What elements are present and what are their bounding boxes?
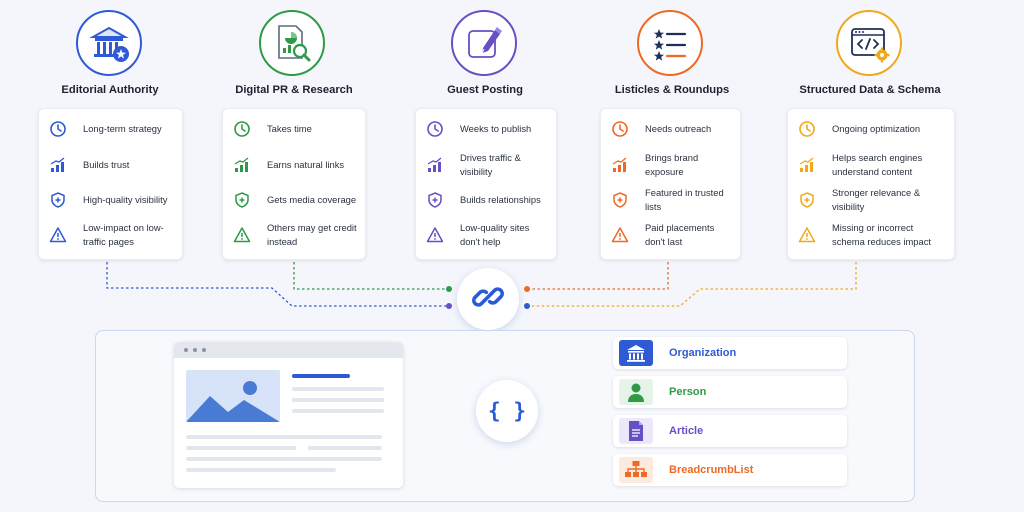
heading-line [292,374,350,378]
schema-label: Person [669,386,707,398]
text-line [186,446,296,450]
sitemap-icon [619,457,653,483]
list-item: Builds trust [47,151,176,179]
trend-bars-icon [231,154,253,176]
schema-label: Organization [669,347,737,359]
list-item: Long-term strategy [47,115,176,143]
bank-star-icon [76,10,142,76]
column-title: Editorial Authority [61,84,159,96]
column-title: Structured Data & Schema [799,84,941,96]
star-list-icon [637,10,703,76]
image-placeholder-icon [186,370,280,422]
text-line [308,446,382,450]
chain-link-icon [470,279,506,320]
warning-triangle-icon [47,224,69,246]
trend-bars-icon [796,154,818,176]
report-magnifier-icon [259,10,325,76]
list-item: Needs outreach [609,115,734,143]
shield-plus-icon [47,189,69,211]
list-item: Gets media coverage [231,186,359,214]
warning-triangle-icon [609,224,631,246]
list-item: High-quality visibility [47,186,176,214]
text-line [292,398,384,402]
list-item: Helps search engines understand content [796,151,948,179]
clock-icon [231,118,253,140]
webpage-illustration [174,342,403,488]
list-item: Ongoing optimization [796,115,948,143]
list-item: Paid placements don't last [609,221,734,249]
column-card: Weeks to publish Drives traffic & visibi… [415,108,557,260]
list-item: Low-impact on low-traffic pages [47,221,176,249]
list-item: Takes time [231,115,359,143]
schema-label: BreadcrumbList [669,464,754,476]
clock-icon [609,118,631,140]
list-item: Others may get credit instead [231,221,359,249]
shield-plus-icon [424,189,446,211]
bank-building-icon [619,340,653,366]
column-title: Listicles & Roundups [614,84,730,96]
schema-item-organization: Organization [613,337,847,369]
clock-icon [424,118,446,140]
link-hub [457,268,519,330]
schema-braces-icon: { } [476,380,538,442]
list-item: Featured in trusted lists [609,186,734,214]
list-item: Missing or incorrect schema reduces impa… [796,221,948,249]
text-line [292,409,384,413]
column-card: Ongoing optimization Helps search engine… [787,108,955,260]
column-card: Long-term strategy Builds trust High-qua… [38,108,183,260]
shield-plus-icon [796,189,818,211]
code-window-gear-icon [836,10,902,76]
browser-title-bar [174,342,403,358]
schema-label: Article [669,425,704,437]
column-title: Guest Posting [447,84,523,96]
list-item: Builds relationships [424,186,550,214]
warning-triangle-icon [231,224,253,246]
list-item: Stronger relevance & visibility [796,186,948,214]
list-item: Weeks to publish [424,115,550,143]
person-icon [619,379,653,405]
text-line [292,387,384,391]
warning-triangle-icon [424,224,446,246]
list-item: Low-quality sites don't help [424,221,550,249]
warning-triangle-icon [796,224,818,246]
list-item: Brings brand exposure [609,151,734,179]
schema-item-person: Person [613,376,847,408]
clock-icon [796,118,818,140]
list-item: Drives traffic & visibility [424,151,550,179]
clock-icon [47,118,69,140]
pen-edit-icon [451,10,517,76]
text-line [186,468,336,472]
trend-bars-icon [47,154,69,176]
schema-item-article: Article [613,415,847,447]
column-card: Takes time Earns natural links Gets medi… [222,108,366,260]
text-line [186,457,382,461]
list-item: Earns natural links [231,151,359,179]
shield-plus-icon [609,189,631,211]
schema-item-breadcrumblist: BreadcrumbList [613,454,847,486]
shield-plus-icon [231,189,253,211]
column-card: Needs outreach Brings brand exposure Fea… [600,108,741,260]
trend-bars-icon [424,154,446,176]
text-line [186,435,382,439]
column-title: Digital PR & Research [235,84,353,96]
document-icon [619,418,653,444]
trend-bars-icon [609,154,631,176]
